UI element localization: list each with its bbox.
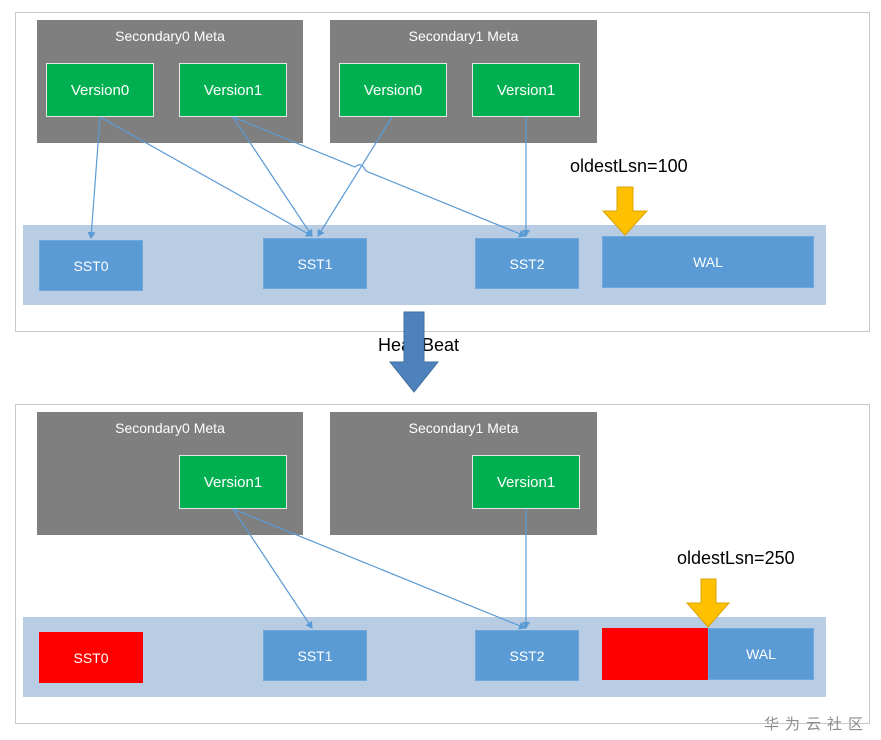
- bottom-sst2: SST2: [475, 630, 579, 681]
- top-s0-version1: Version1: [179, 63, 287, 117]
- bottom-sst0-deleted: SST0: [39, 632, 143, 683]
- top-sst1: SST1: [263, 238, 367, 289]
- top-wal: WAL: [602, 236, 814, 288]
- bottom-wal: WAL: [708, 628, 814, 680]
- bottom-secondary1-title: Secondary1 Meta: [408, 420, 519, 436]
- heartbeat-label: HeartBeat: [378, 335, 460, 355]
- top-secondary1-title: Secondary1 Meta: [408, 28, 519, 44]
- bottom-s1-version1: Version1: [472, 455, 580, 509]
- watermark-text: 华为云社区: [763, 715, 869, 733]
- bottom-s0-version1: Version1: [179, 455, 287, 509]
- bottom-wal-truncated-segment: [602, 628, 708, 680]
- bottom-sst1: SST1: [263, 630, 367, 681]
- top-s1-version0: Version0: [339, 63, 447, 117]
- top-s0-version0: Version0: [46, 63, 154, 117]
- top-sst2: SST2: [475, 238, 579, 289]
- top-oldest-lsn-label: oldestLsn=100: [570, 156, 688, 176]
- top-s1-version1: Version1: [472, 63, 580, 117]
- bottom-oldest-lsn-label: oldestLsn=250: [677, 548, 795, 568]
- top-secondary0-title: Secondary0 Meta: [115, 28, 225, 44]
- bottom-secondary0-title: Secondary0 Meta: [115, 420, 225, 436]
- top-sst0: SST0: [39, 240, 143, 291]
